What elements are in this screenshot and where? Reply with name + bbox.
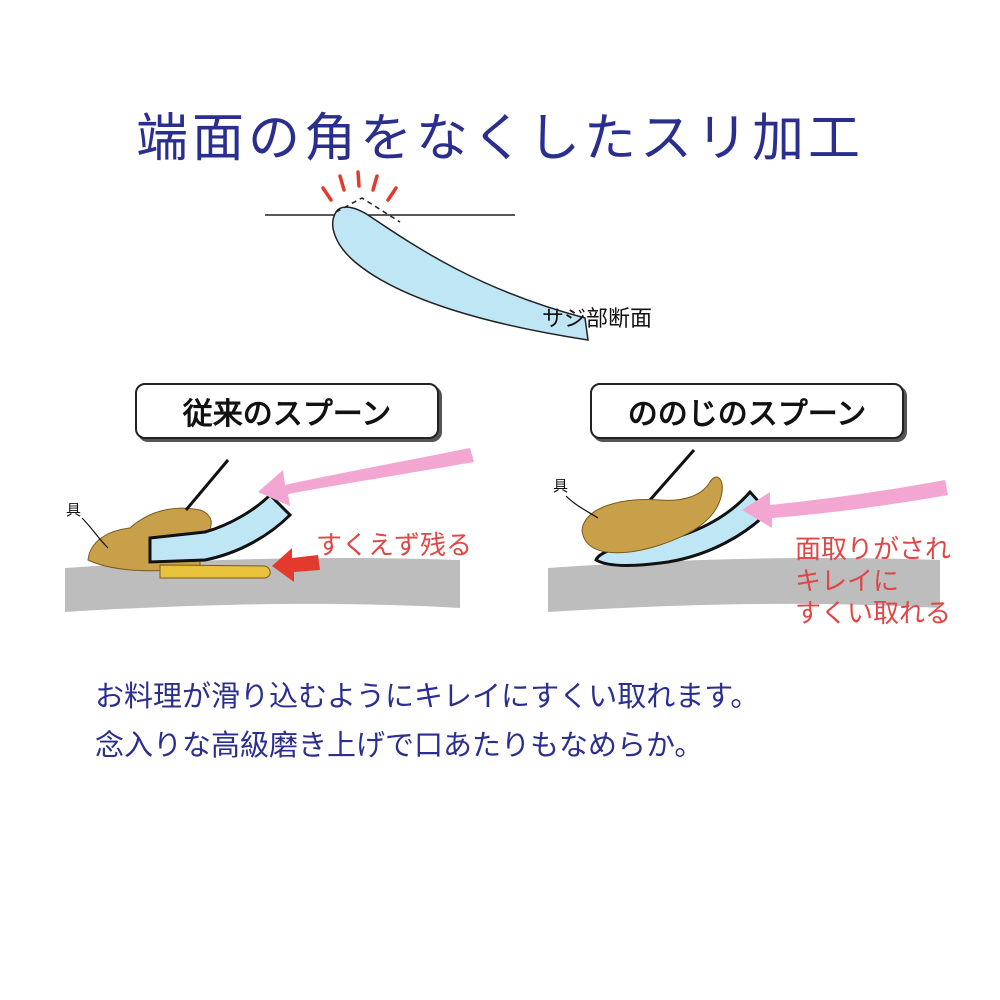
spoon-section-shape	[332, 206, 589, 341]
food-left-residue	[159, 564, 271, 579]
dish-surface-right	[548, 557, 940, 612]
original-corner-dashed	[335, 197, 401, 223]
caption-right-line-2: キレイに	[795, 567, 900, 597]
caption-right-line-1: 面取りがされ	[795, 535, 952, 565]
caption-right: 面取りがされ キレイに すくい取れる	[795, 534, 951, 630]
pink-arrow-right	[742, 480, 948, 528]
red-arrow-left	[272, 548, 320, 582]
page-title: 端面の角をなくしたスリ加工	[135, 109, 864, 169]
ingredient-pointer-left	[81, 517, 109, 549]
description-line-1: お料理が滑り込むようにキレイにすくい取れます。	[95, 679, 760, 713]
spoon-conventional	[148, 492, 293, 564]
description-line-2: 念入りな高級磨き上げで口あたりもなめらか。	[95, 728, 704, 762]
spoon-handle-left	[184, 459, 230, 511]
label-nonoji-spoon: ののじのスプーン	[590, 383, 904, 439]
spark-marks	[321, 170, 398, 202]
label-conventional-spoon: 従来のスプーン	[135, 383, 439, 439]
ingredient-label-right: 具	[553, 477, 569, 495]
spoon-handle-right	[648, 449, 696, 501]
caption-right-line-3: すくい取れる	[795, 599, 952, 629]
section-caption: サジ部断面	[542, 307, 653, 332]
caption-left: すくえず残る	[316, 531, 473, 561]
food-right	[581, 476, 723, 554]
pink-arrow-left	[258, 448, 474, 506]
ingredient-label-left: 具	[66, 501, 82, 519]
ingredient-pointer-right	[565, 495, 599, 519]
